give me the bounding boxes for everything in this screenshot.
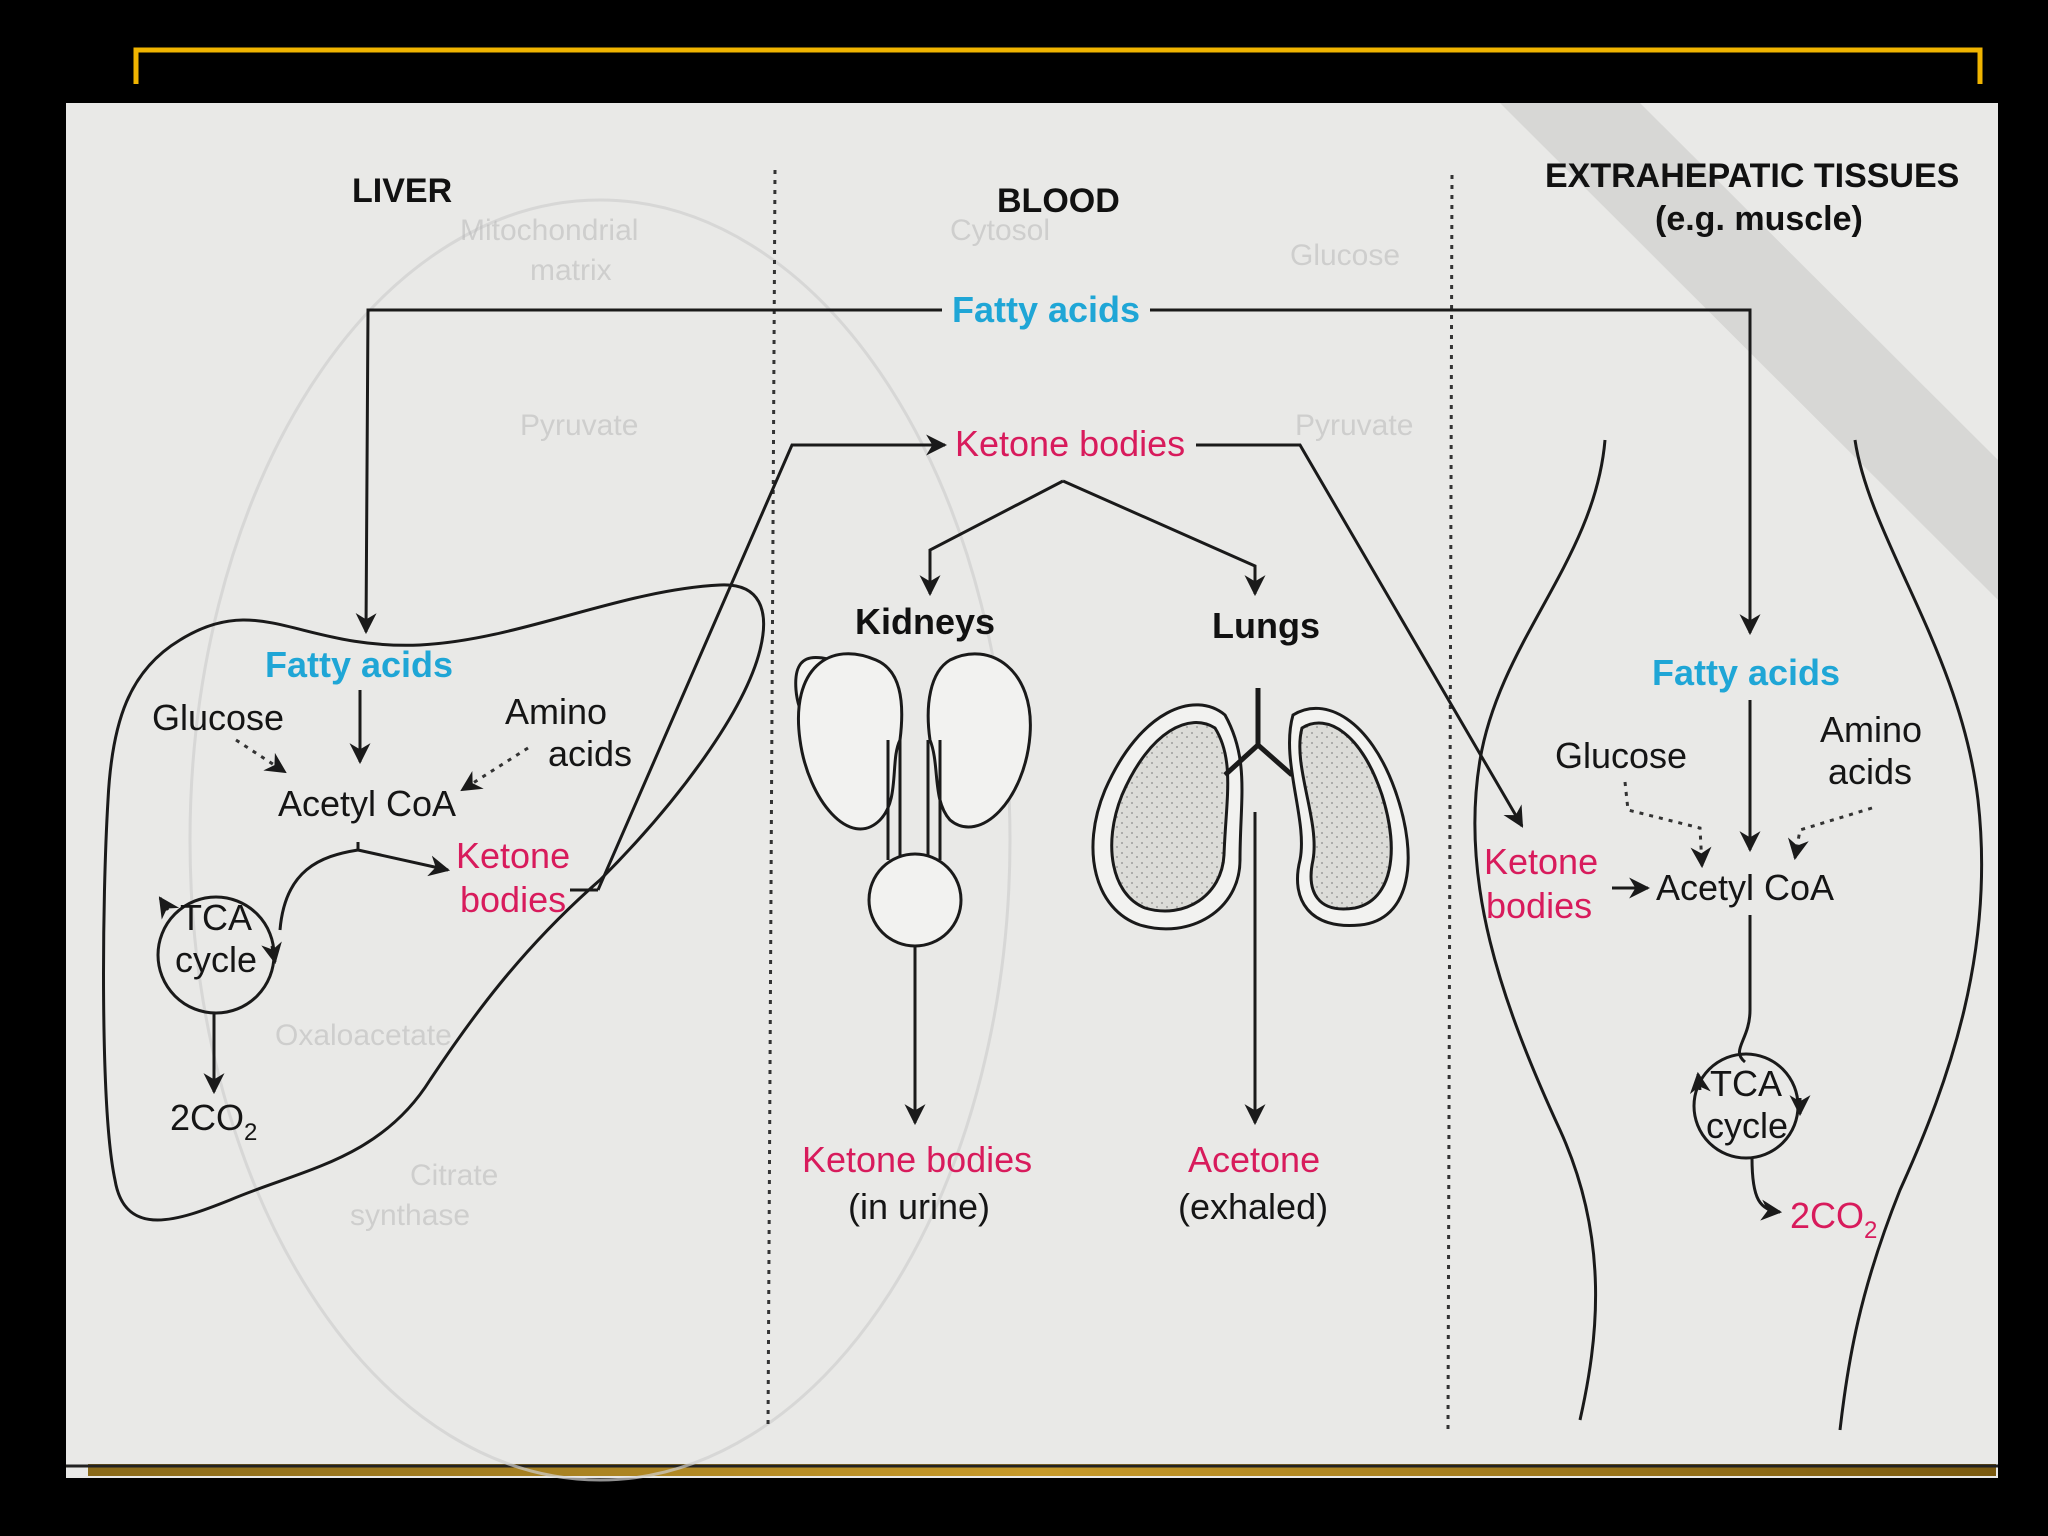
muscle-outline-right — [1838, 439, 1984, 1431]
liver-acetyl-coa-label: Acetyl CoA — [278, 783, 456, 824]
kidneys-illustration — [794, 652, 1032, 948]
blood-to-muscle-ketone-arrow — [1196, 443, 1524, 828]
muscle-co2-label: 2CO2 — [1790, 1195, 1877, 1244]
muscle-tca-to-co2-arrow — [1750, 1157, 1783, 1221]
acetone-label: Acetone — [1188, 1139, 1320, 1180]
liver-ketone-label-2: bodies — [460, 879, 566, 920]
muscle-glucose-label: Glucose — [1555, 735, 1687, 776]
ghost-text: Citrate — [410, 1159, 498, 1192]
ghost-text: matrix — [530, 254, 612, 287]
ghost-text: Mitochondrial — [460, 214, 638, 247]
muscle-outline-left — [1473, 439, 1607, 1421]
liver-tca-label: TCA — [180, 897, 252, 938]
muscle-acetyl-to-tca-line — [1738, 915, 1752, 1064]
ghost-text: synthase — [350, 1199, 470, 1232]
muscle-tca-label: TCA — [1710, 1063, 1782, 1104]
lungs-label: Lungs — [1212, 605, 1320, 646]
liver-co2-label: 2CO2 — [170, 1097, 257, 1146]
extrahepatic-subheader: (e.g. muscle) — [1655, 200, 1863, 238]
column-divider — [766, 169, 777, 1431]
liver-ketone-label: Ketone — [456, 835, 570, 876]
kidneys-label: Kidneys — [855, 601, 995, 642]
ghost-text: Cytosol — [950, 214, 1050, 247]
fatty-acids-to-liver-arrow — [355, 308, 942, 635]
urine-note: (in urine) — [848, 1186, 990, 1227]
ketone-to-lungs-arrow — [1062, 479, 1266, 597]
blood-ketone-bodies-label: Ketone bodies — [955, 423, 1185, 464]
liver-glucose-label: Glucose — [152, 697, 284, 738]
lungs-illustration — [1091, 688, 1410, 931]
frame-accent — [133, 47, 1983, 84]
muscle-ketone-label-2: bodies — [1486, 885, 1592, 926]
muscle-ketone-label: Ketone — [1484, 841, 1598, 882]
muscle-acetyl-coa-label: Acetyl CoA — [1656, 867, 1834, 908]
liver-fatty-acids-label: Fatty acids — [265, 644, 453, 685]
liver-to-blood-ketone-arrow — [596, 434, 948, 891]
liver-amino-label-2: acids — [548, 733, 632, 774]
muscle-cycle-label: cycle — [1706, 1105, 1788, 1146]
ghost-text: Glucose — [1290, 239, 1400, 272]
blood-fatty-acids-label: Fatty acids — [952, 289, 1140, 330]
ghost-text: Oxaloacetate — [275, 1019, 452, 1052]
blood-header: BLOOD — [997, 182, 1120, 220]
liver-outline — [102, 583, 766, 1222]
exhaled-note: (exhaled) — [1178, 1186, 1328, 1227]
fatty-acids-to-muscle-arrow — [1150, 308, 1761, 636]
acetyl-to-tca-line — [278, 848, 359, 931]
liver-amino-arrow — [460, 746, 529, 792]
ketone-to-kidneys-arrow — [919, 479, 1064, 597]
figure-paper — [66, 103, 1998, 1478]
ghost-text: Pyruvate — [1295, 409, 1413, 442]
liver-amino-label: Amino — [505, 691, 607, 732]
ghost-text: Pyruvate — [520, 409, 638, 442]
liver-cycle-label: cycle — [175, 939, 257, 980]
muscle-amino-label-2: acids — [1828, 751, 1912, 792]
muscle-fatty-acids-label: Fatty acids — [1652, 652, 1840, 693]
liver-header: LIVER — [352, 172, 452, 210]
extrahepatic-header: EXTRAHEPATIC TISSUES — [1545, 157, 1959, 195]
ghost-ellipse — [188, 198, 1012, 1482]
muscle-glucose-arrow — [1623, 781, 1712, 869]
muscle-amino-label: Amino — [1820, 709, 1922, 750]
urine-ketone-label: Ketone bodies — [802, 1139, 1032, 1180]
